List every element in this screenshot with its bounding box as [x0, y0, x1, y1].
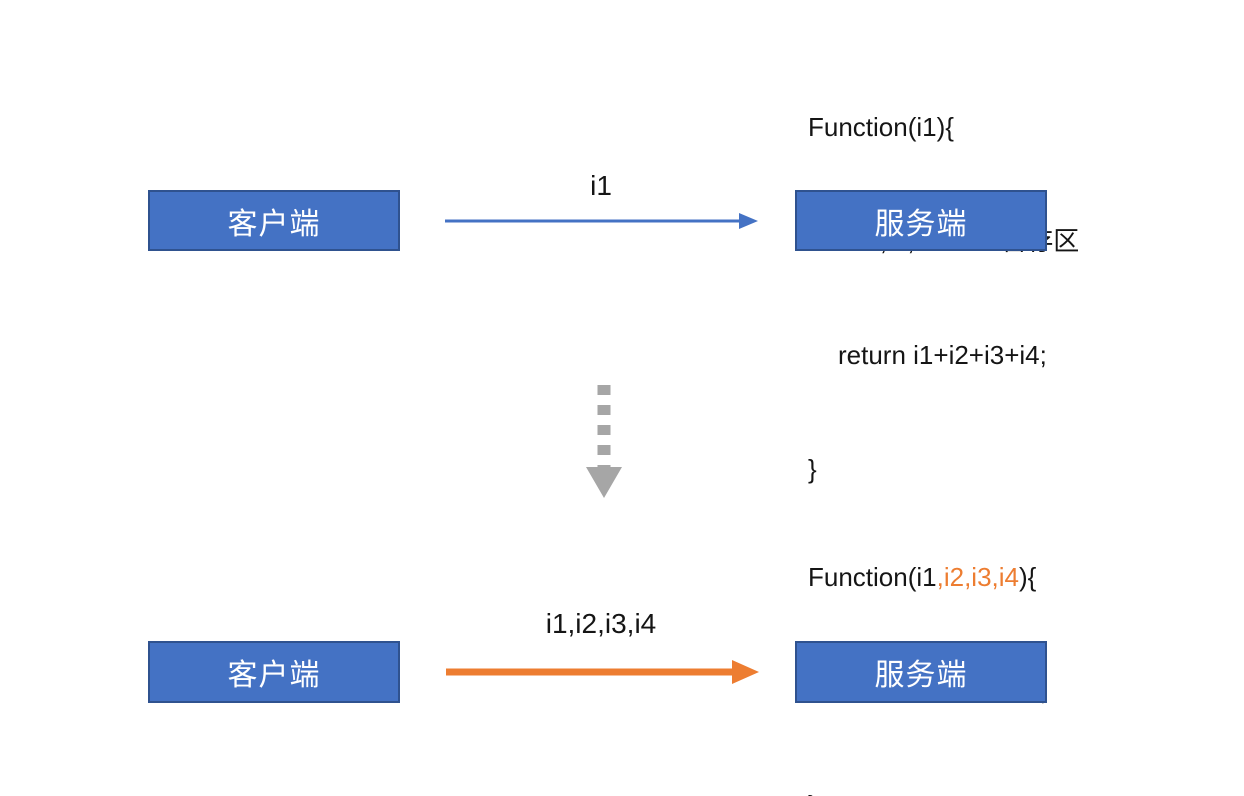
bottom-server-code: Function(i1,i2,i3,i4){ return i1+i2+i3+i… — [808, 482, 1047, 796]
bottom-server-box: 服务端 — [795, 641, 1047, 703]
bottom-request-label: i1,i2,i3,i4 — [545, 608, 657, 639]
code-line: return i1+i2+i3+i4; — [838, 340, 1047, 370]
bottom-server-label: 服务端 — [874, 659, 968, 692]
code-segment: Function(i1 — [808, 562, 937, 592]
code-segment: ){ — [1019, 562, 1037, 592]
right-arrow-icon — [446, 660, 759, 684]
code-line: Function(i1){ — [808, 112, 954, 142]
code-line: Function(i1,i2,i3,i4){ — [808, 558, 1047, 596]
top-request-label: i1 — [590, 170, 612, 201]
bottom-client-label: 客户端 — [227, 659, 321, 692]
top-server-label: 服务端 — [874, 207, 968, 241]
code-line: } — [808, 454, 817, 484]
dashed-down-arrow-icon — [586, 385, 622, 498]
code-line: } — [808, 786, 1047, 796]
top-client-label: 客户端 — [227, 207, 321, 241]
code-segment-highlighted: ,i2,i3,i4 — [936, 562, 1020, 592]
right-arrow-icon — [445, 213, 758, 229]
top-client-box: 客户端 — [148, 190, 400, 251]
bottom-client-box: 客户端 — [148, 641, 400, 703]
top-server-box: 服务端 — [795, 190, 1047, 251]
